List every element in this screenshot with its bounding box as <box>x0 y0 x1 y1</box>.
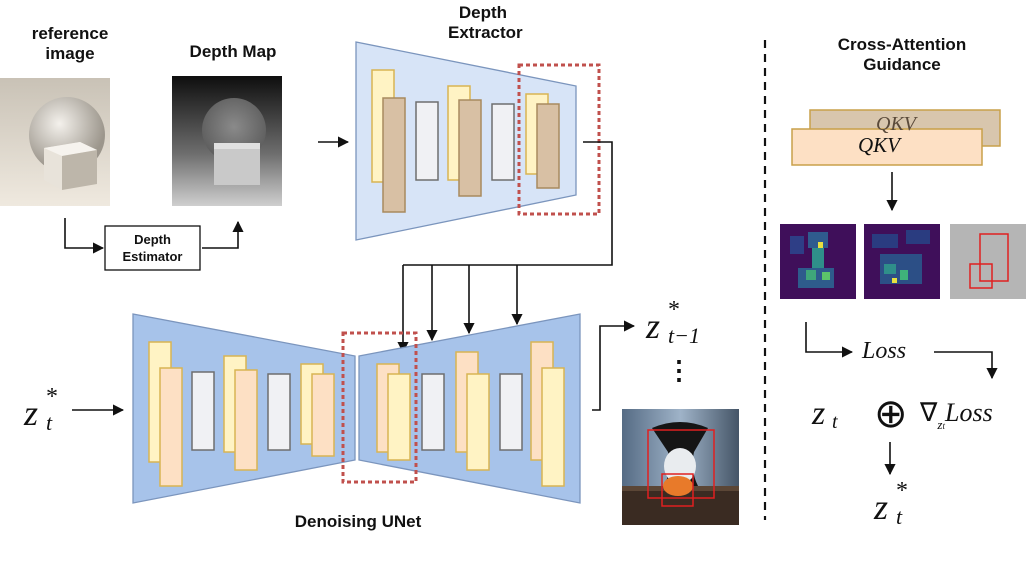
ellipsis: ⋮ <box>666 356 692 385</box>
generated-image <box>622 409 739 525</box>
loss-text: Loss <box>862 338 907 364</box>
reference-image <box>0 78 110 206</box>
depth-map-image <box>172 76 282 206</box>
bbox-mask <box>950 224 1026 299</box>
extractor-dashed-box <box>517 63 601 216</box>
arrow-to-loss <box>805 322 854 358</box>
feature-injection-arrows <box>397 141 613 354</box>
arrow-loss-to-grad <box>934 351 998 380</box>
reference-image-label: reference image <box>31 24 109 63</box>
attention-map-1 <box>780 224 856 299</box>
qkv-back-text: QKV <box>876 113 916 135</box>
depth-extractor-label: Depth Extractor <box>448 3 523 42</box>
cross-attention-guidance-label: Cross-Attention Guidance <box>837 35 967 74</box>
arrow-output <box>592 320 636 411</box>
gradient-loss-text: ∇ztLoss <box>920 398 993 432</box>
unet-dashed-box <box>341 331 418 484</box>
qkv-front-text: QKV <box>858 133 900 157</box>
depth-extractor <box>355 41 601 241</box>
depth-estimator-label: Depth Estimator <box>122 232 183 264</box>
attention-map-2 <box>864 224 940 299</box>
depth-map-label: Depth Map <box>189 42 277 61</box>
depth-estimator-flow <box>64 218 244 271</box>
qkv-box-front <box>791 128 983 166</box>
denoising-unet-label: Denoising UNet <box>294 512 422 531</box>
depth-estimator-box <box>104 225 201 271</box>
denoising-unet <box>132 313 581 504</box>
oplus-symbol: ⊕ <box>874 391 908 436</box>
